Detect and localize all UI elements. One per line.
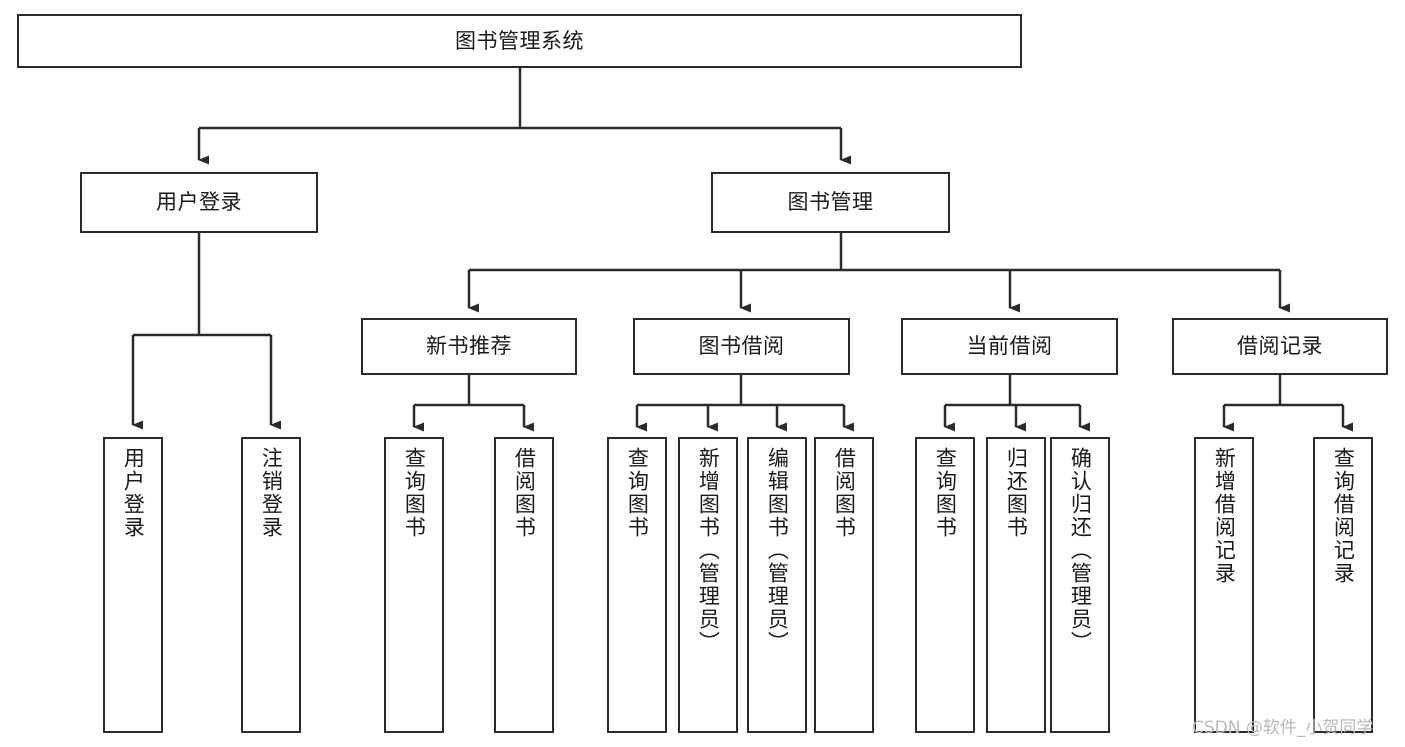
leaf-user-login-login[interactable]: 用户登录	[103, 437, 163, 733]
leaf-user-login-logout[interactable]: 注销登录	[241, 437, 301, 733]
node-label: 新增图书（管理员）	[696, 447, 721, 654]
leaf-record-add-record[interactable]: 新增借阅记录	[1194, 437, 1254, 733]
leaf-borrow-query-book[interactable]: 查询图书	[607, 437, 667, 733]
node-label: 注销登录	[259, 447, 284, 539]
leaf-new-book-query[interactable]: 查询图书	[384, 437, 444, 733]
node-label: 确认归还（管理员）	[1068, 447, 1093, 654]
node-label: 当前借阅	[966, 334, 1053, 359]
node-label: 用户登录	[121, 447, 146, 539]
node-borrow-record[interactable]: 借阅记录	[1172, 318, 1388, 375]
node-current-borrow[interactable]: 当前借阅	[901, 318, 1118, 375]
node-label: 借阅图书	[832, 447, 857, 539]
leaf-current-query-book[interactable]: 查询图书	[915, 437, 975, 733]
node-label: 查询图书	[625, 447, 650, 539]
node-label: 查询图书	[933, 447, 958, 539]
node-label: 查询图书	[402, 447, 427, 539]
node-label: 图书借阅	[698, 334, 785, 359]
node-label: 图书管理系统	[455, 28, 584, 53]
leaf-borrow-add-book-admin[interactable]: 新增图书（管理员）	[678, 437, 738, 733]
leaf-borrow-borrow-book[interactable]: 借阅图书	[814, 437, 874, 733]
node-label: 新增借阅记录	[1212, 447, 1237, 585]
node-label: 编辑图书（管理员）	[765, 447, 790, 654]
node-book-borrow[interactable]: 图书借阅	[633, 318, 850, 375]
leaf-borrow-edit-book-admin[interactable]: 编辑图书（管理员）	[747, 437, 807, 733]
node-label: 新书推荐	[426, 334, 512, 359]
leaf-new-book-borrow[interactable]: 借阅图书	[494, 437, 554, 733]
node-label: 用户登录	[156, 190, 242, 215]
node-book-management[interactable]: 图书管理	[711, 172, 950, 233]
node-label: 归还图书	[1004, 447, 1029, 539]
node-label: 图书管理	[787, 190, 874, 215]
node-new-book-recommend[interactable]: 新书推荐	[361, 318, 577, 375]
leaf-current-confirm-return-admin[interactable]: 确认归还（管理员）	[1050, 437, 1110, 733]
node-root-system[interactable]: 图书管理系统	[17, 14, 1022, 68]
leaf-current-return-book[interactable]: 归还图书	[986, 437, 1046, 733]
node-user-login[interactable]: 用户登录	[80, 172, 318, 233]
node-label: 借阅记录	[1237, 334, 1323, 359]
leaf-record-query-record[interactable]: 查询借阅记录	[1313, 437, 1373, 733]
node-label: 借阅图书	[512, 447, 537, 539]
node-label: 查询借阅记录	[1331, 447, 1356, 585]
